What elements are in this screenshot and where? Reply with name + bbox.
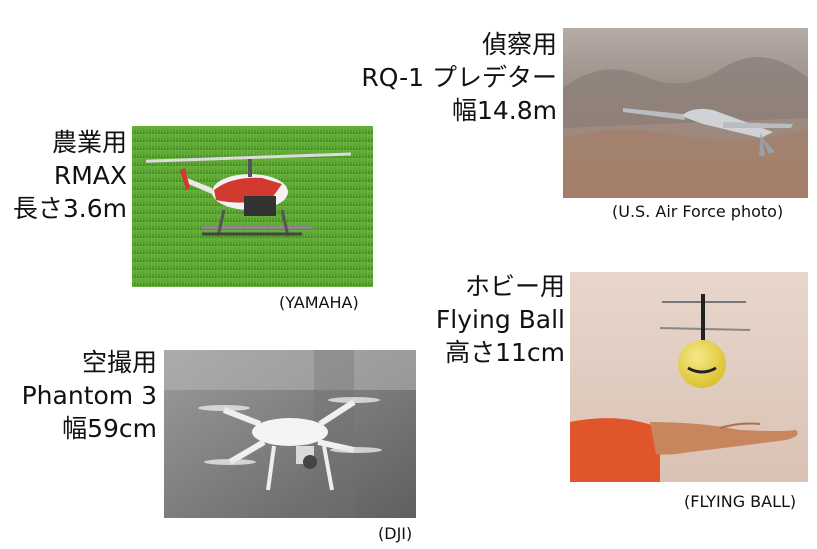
category-label: 空撮用 bbox=[81, 348, 157, 377]
category-label: ホビー用 bbox=[464, 272, 565, 301]
size-spec: 幅59cm bbox=[62, 414, 157, 443]
model-name: Flying Ball bbox=[435, 305, 565, 334]
label-aerial-photo: 空撮用 Phantom 3 幅59cm bbox=[22, 346, 157, 445]
photo-flying-ball bbox=[570, 272, 808, 482]
label-reconnaissance: 偵察用 RQ-1 プレデター 幅14.8m bbox=[361, 28, 557, 127]
credit-yamaha: (YAMAHA) bbox=[279, 293, 359, 312]
credit-flying-ball: (FLYING BALL) bbox=[684, 492, 797, 511]
category-label: 農業用 bbox=[51, 128, 127, 157]
credit-us-air-force: (U.S. Air Force photo) bbox=[612, 202, 784, 221]
size-spec: 幅14.8m bbox=[451, 96, 557, 125]
model-name: RMAX bbox=[53, 161, 127, 190]
photo-phantom-drone bbox=[164, 350, 416, 518]
model-name: Phantom 3 bbox=[21, 381, 157, 410]
photo-predator-uav bbox=[563, 28, 808, 198]
credit-dji: (DJI) bbox=[378, 524, 413, 543]
model-name: RQ-1 プレデター bbox=[361, 63, 557, 92]
photo-rmax-helicopter bbox=[132, 126, 373, 287]
label-hobby: ホビー用 Flying Ball 高さ11cm bbox=[436, 270, 565, 369]
category-label: 偵察用 bbox=[481, 30, 557, 59]
size-spec: 高さ11cm bbox=[445, 338, 565, 367]
size-spec: 長さ3.6m bbox=[12, 194, 127, 223]
label-agricultural: 農業用 RMAX 長さ3.6m bbox=[13, 126, 127, 225]
